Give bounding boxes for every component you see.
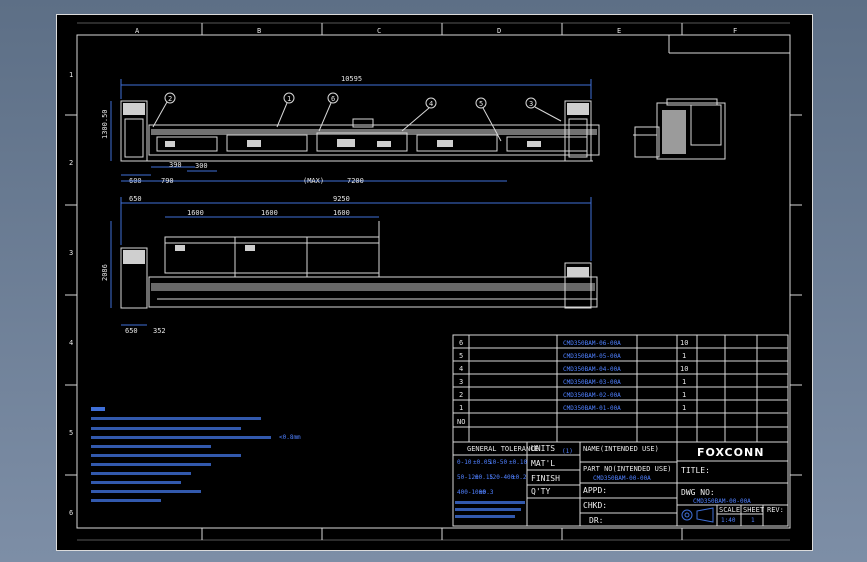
- bom-row-6-no: 6: [459, 339, 463, 347]
- label-matl: MAT'L: [531, 459, 555, 468]
- value-sheet: 1: [751, 517, 755, 524]
- bom-row-3-no: 3: [459, 378, 463, 386]
- svg-text:120-400: 120-400: [489, 474, 515, 481]
- drawing-sheet: A B C D E F 1 2 3 4 5 6: [56, 14, 813, 551]
- balloon-2: 2: [168, 95, 172, 103]
- bom-row-6-qty: 10: [680, 339, 688, 347]
- bom-row-2-qty: 1: [682, 391, 686, 399]
- label-rev: REV:: [767, 506, 784, 514]
- zone-letter-c: C: [377, 27, 381, 35]
- dim-span-prefix: (MAX): [303, 177, 324, 185]
- zone-number-1: 1: [69, 71, 73, 79]
- bom-row-1-no: 1: [459, 404, 463, 412]
- svg-text:±0.2: ±0.2: [512, 474, 527, 481]
- label-scale: SCALE: [719, 506, 740, 514]
- dim-overall-length: 10595: [341, 75, 362, 83]
- label-name-intended-use: NAME(INTENDED USE): [583, 445, 659, 453]
- bom-row-1-part: CMD350BAM-01-00A: [563, 405, 621, 412]
- label-qty: Q'TY: [531, 487, 550, 496]
- zone-letter-b: B: [257, 27, 261, 35]
- dim-390: 390: [169, 161, 182, 169]
- dim-top-height: 2086: [101, 264, 109, 281]
- dim-seg-1: 1600: [187, 209, 204, 217]
- zone-letter-d: D: [497, 27, 501, 35]
- label-title: TITLE:: [681, 466, 710, 475]
- label-units: UNITS: [531, 444, 555, 453]
- balloon-4: 4: [429, 100, 433, 108]
- balloon-3: 3: [529, 100, 533, 108]
- value-scale: 1:40: [721, 517, 736, 524]
- balloon-6: 6: [331, 95, 335, 103]
- bom-row-2-no: 2: [459, 391, 463, 399]
- label-sheet: SHEET: [743, 506, 765, 514]
- label-finish: FINISH: [531, 474, 560, 483]
- zone-letter-f: F: [733, 27, 737, 35]
- value-units: (1): [562, 448, 573, 455]
- note-flatness: <0.8mm: [279, 434, 301, 441]
- balloon-1: 1: [287, 95, 291, 103]
- svg-text:400-1000: 400-1000: [457, 489, 486, 496]
- svg-text:0-10: 0-10: [457, 459, 472, 466]
- dim-650-top: 650: [129, 195, 142, 203]
- cad-drawing: A B C D E F 1 2 3 4 5 6: [65, 22, 802, 541]
- zone-letter-e: E: [617, 27, 621, 35]
- balloon-5: 5: [479, 100, 483, 108]
- bom-row-4-no: 4: [459, 365, 463, 373]
- bom-row-4-qty: 10: [680, 365, 688, 373]
- title-block: GENERAL TOLERANCE 0-10 ±0.05 10-50 ±0.10…: [452, 441, 789, 527]
- label-dr: DR:: [589, 516, 603, 525]
- part-balloons: 2 1 6 4 5 3: [152, 92, 562, 142]
- zone-number-6: 6: [69, 509, 73, 517]
- dim-front-height: 1300.50: [101, 109, 109, 139]
- label-part-no: PART NO(INTENDED USE): [583, 465, 672, 473]
- bom-row-6-part: CMD350BAM-06-00A: [563, 340, 621, 347]
- technical-notes: <0.8mm: [91, 407, 301, 502]
- bom-row-3-part: CMD350BAM-03-00A: [563, 379, 621, 386]
- inner-border: [76, 34, 791, 529]
- side-view: [633, 98, 726, 160]
- label-dwg-no: DWG NO:: [681, 488, 715, 497]
- dim-7200: 7200: [347, 177, 364, 185]
- zone-number-2: 2: [69, 159, 73, 167]
- dim-seg-3: 1600: [333, 209, 350, 217]
- label-general-tolerance: GENERAL TOLERANCE: [467, 445, 539, 453]
- svg-text:50-120: 50-120: [457, 474, 479, 481]
- zone-letter-a: A: [135, 27, 140, 35]
- value-part-no: CMD350BAM-00-00A: [593, 475, 651, 482]
- label-chkd: CHKD:: [583, 501, 607, 510]
- dim-790: 790: [161, 177, 174, 185]
- top-view: 650 9250 1600 1600 1600 2086 650 352: [101, 195, 598, 335]
- zone-number-4: 4: [69, 339, 73, 347]
- zone-ticks: A B C D E F 1 2 3 4 5 6: [65, 22, 802, 541]
- svg-text:±0.3: ±0.3: [479, 489, 494, 496]
- bom-row-5-qty: 1: [682, 352, 686, 360]
- bom-row-4-part: CMD350BAM-04-00A: [563, 366, 621, 373]
- bom-row-3-qty: 1: [682, 378, 686, 386]
- bom-row-2-part: CMD350BAM-02-00A: [563, 392, 621, 399]
- dim-300: 300: [195, 162, 208, 170]
- svg-text:10-50: 10-50: [489, 459, 507, 466]
- bom-row-5-part: CMD350BAM-05-00A: [563, 353, 621, 360]
- label-appd: APPD:: [583, 486, 607, 495]
- dim-9250: 9250: [333, 195, 350, 203]
- svg-text:±0.15: ±0.15: [475, 474, 493, 481]
- projection-symbol-icon: [681, 509, 693, 521]
- svg-text:±0.10: ±0.10: [509, 459, 527, 466]
- zone-number-5: 5: [69, 429, 73, 437]
- bom-row-5-no: 5: [459, 352, 463, 360]
- bom-table: 6 CMD350BAM-06-00A 10 5 CMD350BAM-05-00A…: [452, 334, 789, 443]
- dim-650-bottom: 650: [125, 327, 138, 335]
- svg-text:±0.05: ±0.05: [473, 459, 491, 466]
- foxconn-logo: FOXCONN: [697, 446, 764, 459]
- bom-row-1-qty: 1: [682, 404, 686, 412]
- dim-seg-2: 1600: [261, 209, 278, 217]
- front-view: 10595 1300.50 600 390 790 300 (MAX) 7200: [101, 75, 600, 185]
- zone-number-3: 3: [69, 249, 73, 257]
- dim-352: 352: [153, 327, 166, 335]
- bom-header-no: NO: [457, 418, 465, 426]
- value-dwg-no: CMD350BAM-00-00A: [693, 498, 751, 505]
